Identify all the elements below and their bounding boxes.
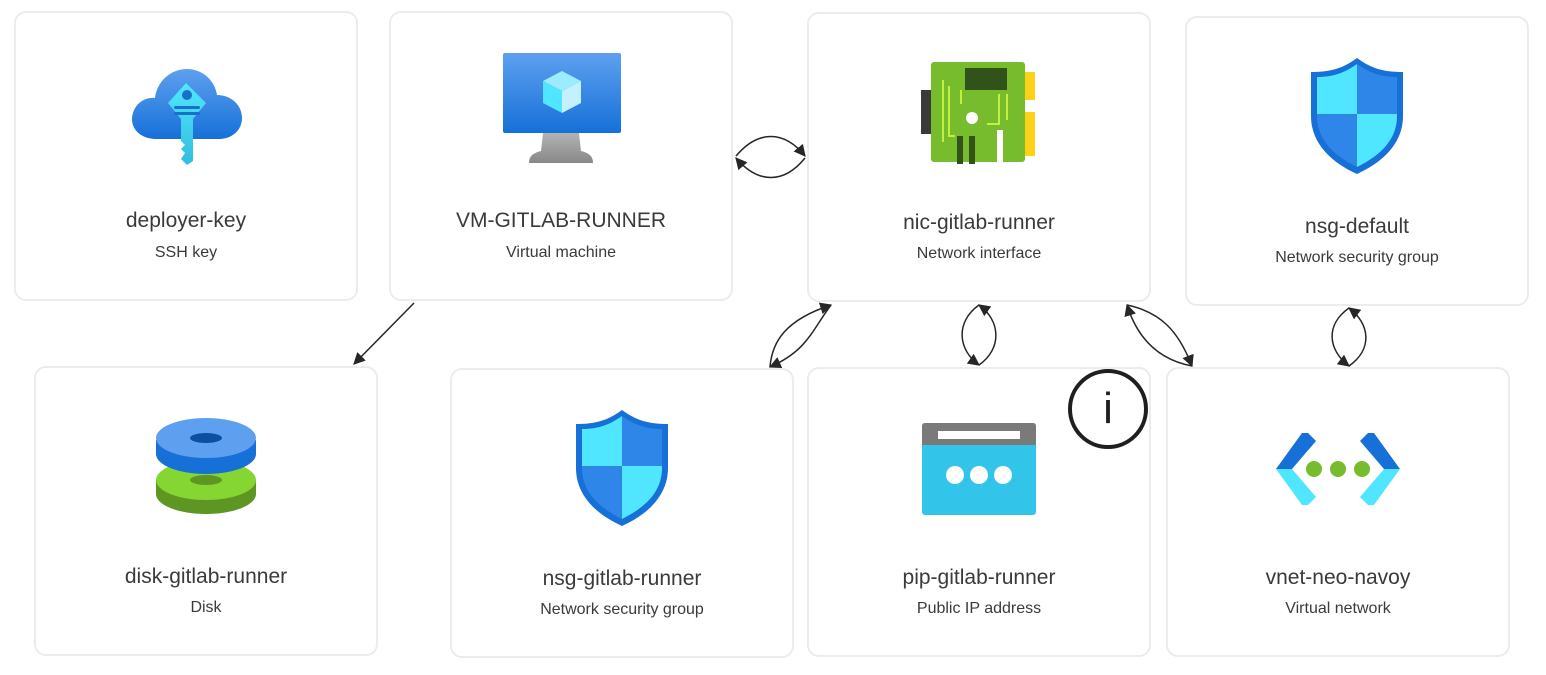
info-icon[interactable]: i (1068, 369, 1148, 449)
node-vnet-neo-navoy[interactable]: vnet-neo-navoy Virtual network (1166, 367, 1510, 657)
shield-icon (1311, 58, 1403, 174)
node-type: Public IP address (916, 600, 1042, 617)
node-type: Disk (190, 599, 222, 616)
node-name: VM-GITLAB-RUNNER (455, 209, 666, 232)
node-name: pip-gitlab-runner (902, 566, 1056, 589)
edge-nsg-default-to-vnet[interactable] (1331, 307, 1350, 367)
shield-icon (576, 410, 668, 526)
edge-nic-to-pip[interactable] (961, 304, 980, 366)
node-nic-gitlab-runner[interactable]: nic-gitlab-runner Network interface (807, 12, 1151, 302)
node-type: SSH key (154, 244, 218, 261)
node-disk-gitlab-runner[interactable]: disk-gitlab-runner Disk (34, 366, 378, 656)
ssh-key-icon (132, 69, 242, 165)
virtual-network-icon (1276, 433, 1400, 505)
node-name: nic-gitlab-runner (903, 211, 1055, 234)
disk-icon (156, 418, 256, 514)
node-deployer-key[interactable]: deployer-key SSH key (14, 11, 358, 301)
node-nsg-default[interactable]: nsg-default Network security group (1185, 16, 1529, 306)
edge-vm-to-nic[interactable] (735, 135, 806, 157)
network-interface-icon (921, 62, 1035, 164)
node-type: Network security group (1275, 249, 1439, 266)
node-type: Virtual machine (506, 244, 616, 261)
info-glyph: i (1103, 384, 1113, 433)
node-name: vnet-neo-navoy (1265, 566, 1411, 589)
edge-vnet-to-nic[interactable] (1124, 303, 1193, 367)
node-type: Network interface (916, 245, 1042, 262)
edge-vm-to-disk[interactable] (353, 302, 415, 365)
edge-pip-to-nic[interactable] (978, 304, 997, 366)
edge-nsg-runner-to-nic[interactable] (769, 302, 833, 368)
public-ip-icon (922, 423, 1036, 515)
node-name: disk-gitlab-runner (124, 565, 288, 588)
node-name: nsg-gitlab-runner (542, 567, 702, 590)
edge-nic-to-nsg-runner[interactable] (768, 304, 832, 369)
node-nsg-gitlab-runner[interactable]: nsg-gitlab-runner Network security group (450, 368, 794, 658)
edge-vnet-to-nsg-default[interactable] (1348, 307, 1367, 367)
node-name: nsg-default (1305, 215, 1409, 238)
virtual-machine-icon (503, 53, 621, 163)
node-vm-gitlab-runner[interactable]: VM-GITLAB-RUNNER Virtual machine (389, 11, 733, 301)
node-name: deployer-key (125, 209, 247, 232)
node-type: Network security group (540, 601, 704, 618)
edge-nic-to-vm[interactable] (735, 157, 806, 179)
node-type: Virtual network (1285, 600, 1391, 617)
edge-nic-to-vnet[interactable] (1126, 304, 1194, 368)
